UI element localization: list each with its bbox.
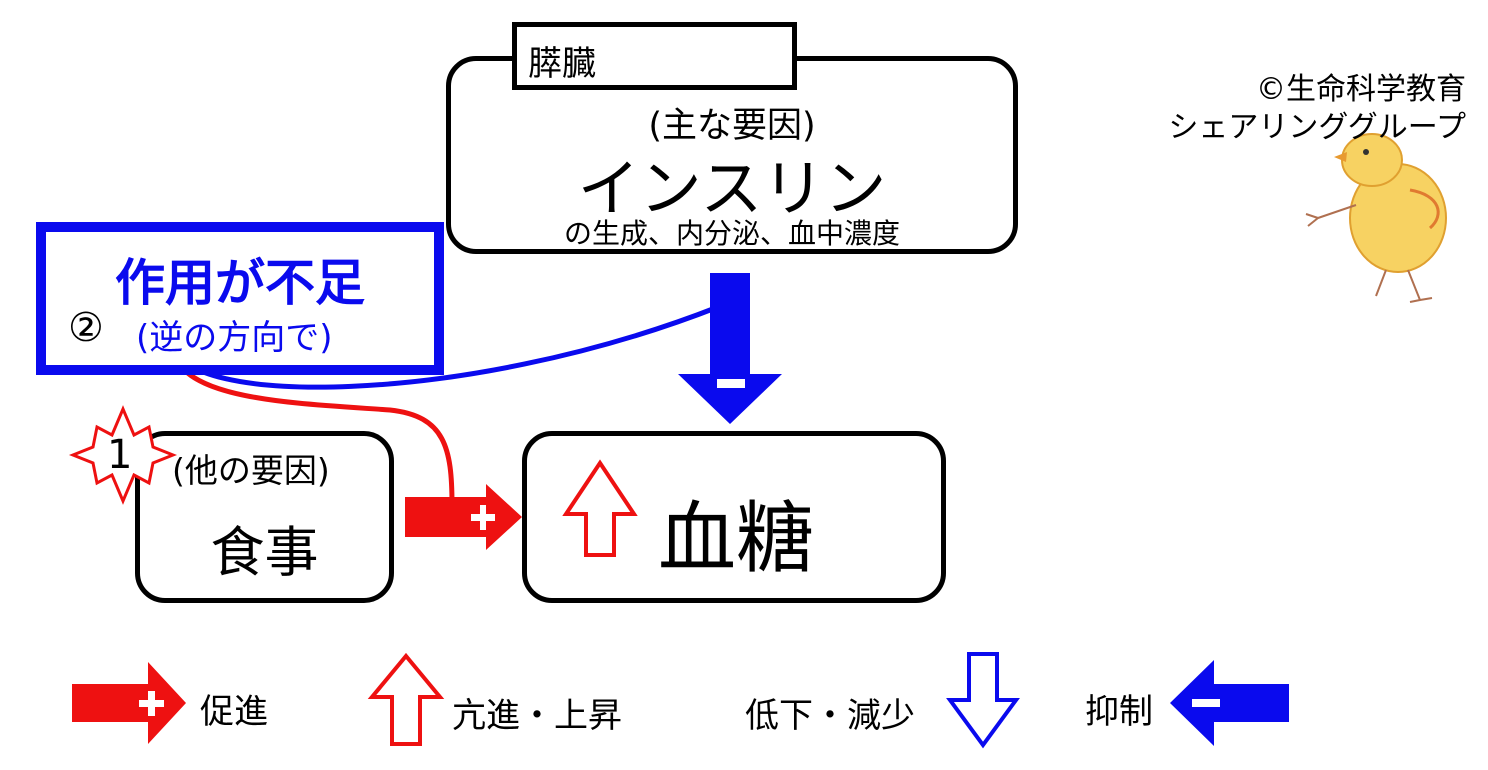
meal-box [135,431,394,603]
insufficient-title: 作用が不足 [115,254,365,312]
insulin-title: インスリン [577,152,887,225]
legend-decrease-label: 低下・減少 [745,696,915,736]
reverse-direction-label: (逆の方向で) [136,318,333,358]
meal-title: 食事 [210,521,319,584]
credit-line-1: ©生命科学教育 [1256,72,1466,107]
insufficient-action-box [36,222,444,375]
legend-plus-v [148,691,155,716]
pancreas-label: 膵臓 [528,44,596,84]
blood-sugar-up-arrow [562,459,638,557]
starburst-number: 1 [107,432,133,478]
credit-line-2: シェアリンググループ [1168,110,1466,145]
step-two-label: ② [68,305,104,351]
meal-subtitle: (他の要因) [172,451,330,490]
chick-illustration [1305,133,1447,303]
legend-promote-arrow [72,662,186,744]
blood-sugar-title: 血糖 [658,494,815,584]
plus-sign-v [480,505,486,530]
legend-increase-arrow [367,652,445,746]
legend-promote-label: 促進 [200,692,268,732]
legend-increase-label: 亢進・上昇 [452,696,622,736]
pancreas-label-box [512,22,797,90]
meal-plus-arrow [405,484,522,550]
red-feedback-curve [169,344,455,506]
legend-decrease-arrow [946,652,1020,749]
insulin-subtitle: (主な要因) [648,106,816,146]
legend-minus [1192,699,1220,707]
minus-sign [717,379,745,388]
starburst-badge [68,405,178,505]
insulin-caption: の生成、内分泌、血中濃度 [563,217,900,250]
insulin-down-arrow [678,273,782,424]
legend-inhibit-label: 抑制 [1085,692,1153,732]
legend-inhibit-arrow [1170,660,1289,746]
